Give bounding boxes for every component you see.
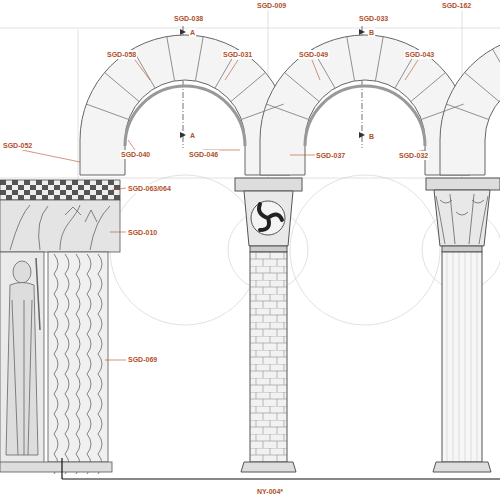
voussoir-joint bbox=[231, 73, 265, 102]
callout-number: SGD-058 bbox=[106, 50, 137, 59]
callout-number: SGD-052 bbox=[2, 141, 33, 150]
voussoir-joint bbox=[421, 104, 463, 119]
callout-number: SGD-162 bbox=[441, 1, 472, 10]
voussoir-joint bbox=[411, 73, 445, 102]
voussoir-joint bbox=[446, 104, 488, 119]
callout-number: SGD-032 bbox=[398, 151, 429, 160]
voussoir-joint bbox=[195, 37, 203, 81]
callout-number: A bbox=[189, 28, 196, 37]
callout-number: B bbox=[368, 132, 375, 141]
voussoir-joint bbox=[375, 37, 383, 81]
callout-number: A bbox=[189, 131, 196, 140]
voussoir-joint bbox=[347, 37, 355, 81]
callout-number: SGD-010 bbox=[127, 228, 158, 237]
twist-flute bbox=[65, 254, 69, 474]
voussoir-joint bbox=[86, 104, 128, 119]
twist-flute bbox=[54, 254, 58, 474]
voussoir-joint bbox=[105, 73, 139, 102]
callout-number: SGD-069 bbox=[127, 355, 158, 364]
voussoir-joint bbox=[493, 49, 500, 88]
callout-number: SGD-033 bbox=[358, 14, 389, 23]
callout-number: SGD-063/064 bbox=[127, 184, 172, 193]
twist-flute bbox=[87, 254, 91, 474]
callout-number: SGD-040 bbox=[120, 150, 151, 159]
callout-number: SGD-037 bbox=[315, 151, 346, 160]
callout-number: SGD-046 bbox=[188, 150, 219, 159]
voussoir-joint bbox=[465, 73, 499, 102]
callout-number: SGD-038 bbox=[173, 14, 204, 23]
voussoir-joint bbox=[285, 73, 319, 102]
twist-flute bbox=[76, 254, 80, 474]
twist-flute bbox=[98, 254, 102, 474]
callout-number: NY-004* bbox=[256, 487, 284, 496]
callout-number: SGD-043 bbox=[404, 50, 435, 59]
voussoir-joint bbox=[266, 104, 308, 119]
callout-number: SGD-009 bbox=[256, 1, 287, 10]
callout-number: SGD-049 bbox=[298, 50, 329, 59]
voussoir-joint bbox=[167, 37, 175, 81]
callout-number: B bbox=[368, 28, 375, 37]
voussoir-joint bbox=[241, 104, 283, 119]
callout-number: SGD-031 bbox=[222, 50, 253, 59]
